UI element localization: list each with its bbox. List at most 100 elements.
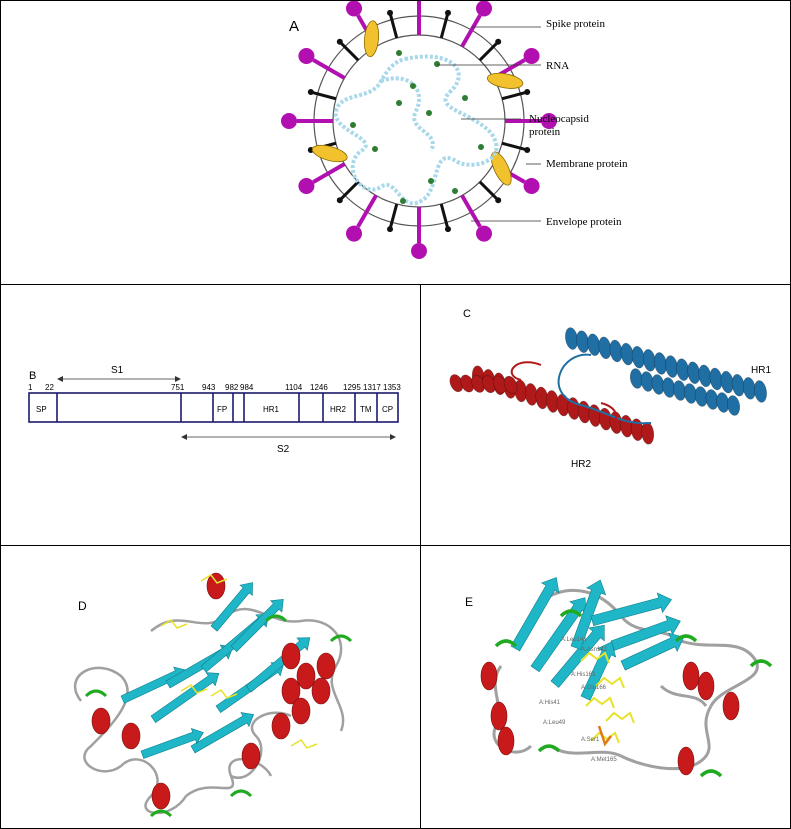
surface-proteins xyxy=(281,1,557,259)
pos-1104: 1104 xyxy=(285,383,303,392)
beta-sheet xyxy=(150,672,220,723)
spike-stem xyxy=(460,194,482,228)
s1-arrow-head-left xyxy=(57,376,63,382)
rna-path-inner xyxy=(380,76,435,152)
alpha-helix xyxy=(281,642,301,670)
panel-d-letter: D xyxy=(78,599,87,613)
helices xyxy=(449,327,767,445)
pos-1353: 1353 xyxy=(383,383,401,392)
spike-head xyxy=(281,113,297,129)
turn-segment xyxy=(537,744,561,753)
coil-loop xyxy=(620,705,713,771)
turn-segment xyxy=(264,614,288,623)
nucleocapsid-dot xyxy=(428,178,434,184)
panel-e-letter: E xyxy=(465,595,473,609)
alpha-helix xyxy=(281,677,301,705)
residue-label: A:Asn142 xyxy=(581,647,608,653)
label-membrane-protein: Membrane protein xyxy=(546,158,628,170)
panel-a: A Spike protein RNA Nucleocapsid protein… xyxy=(0,0,791,285)
membrane-protein-tip xyxy=(444,9,451,16)
membrane-protein-tip xyxy=(336,38,343,45)
domain-fp: FP xyxy=(217,405,227,414)
label-envelope-protein: Envelope protein xyxy=(546,216,622,228)
label-nucleocapsid-1: Nucleocapsid xyxy=(529,113,589,125)
turn-segment xyxy=(149,809,173,818)
spike-head xyxy=(523,48,540,64)
pos-943: 943 xyxy=(202,383,216,392)
membrane-protein-tip xyxy=(387,9,394,16)
coil-loop xyxy=(120,758,188,815)
nucleocapsid-dot xyxy=(396,100,402,106)
panel-c: C HR1 HR2 xyxy=(420,284,791,546)
beta-sheet xyxy=(570,579,607,650)
membrane-protein xyxy=(439,203,450,230)
ligand-stick xyxy=(605,711,635,724)
alpha-helix xyxy=(291,697,311,725)
membrane-protein xyxy=(310,90,337,101)
envelope-protein xyxy=(363,20,380,58)
beta-sheet xyxy=(610,615,681,651)
pos-1295: 1295 xyxy=(343,383,361,392)
envelope-protein xyxy=(486,72,524,89)
alpha-helix xyxy=(151,782,171,810)
virus-diagram: A Spike protein RNA Nucleocapsid protein… xyxy=(281,1,628,259)
nucleocapsid-dot xyxy=(410,83,416,89)
alpha-helix xyxy=(206,572,226,600)
rna-strand xyxy=(333,54,499,206)
residue-label: A:His41 xyxy=(539,700,561,706)
s1-label: S1 xyxy=(111,365,124,376)
spike-head xyxy=(298,178,315,194)
domain-hr2: HR2 xyxy=(330,405,347,414)
beta-sheet xyxy=(620,632,685,671)
hr2-helix-turn xyxy=(503,375,518,394)
s2-arrow-head-right xyxy=(390,434,396,440)
protein-structure-e: E A:Leu141A:Asn142A:His163A:Glu166A:His4… xyxy=(465,577,773,778)
alpha-helix xyxy=(316,652,336,680)
turn-segment xyxy=(84,689,108,698)
membrane-protein xyxy=(478,40,500,62)
turn-segment xyxy=(229,789,253,798)
hr2-helix-turn xyxy=(641,421,655,445)
membrane-protein xyxy=(338,40,360,62)
beta-sheet xyxy=(550,624,605,688)
spike-head xyxy=(523,178,540,194)
ribbon-structure xyxy=(73,572,353,818)
turn-segment xyxy=(749,659,773,668)
hr1-loop xyxy=(557,353,652,425)
panel-d: D xyxy=(0,545,421,829)
alpha-helix xyxy=(121,722,141,750)
nucleocapsid-dot xyxy=(478,144,484,150)
nucleocapsid-dot xyxy=(462,95,468,101)
residue-label: A:His163 xyxy=(571,672,596,678)
ligand-stick xyxy=(200,574,228,584)
membrane-protein-tip xyxy=(495,38,502,45)
nucleocapsid-dot xyxy=(372,146,378,152)
spike-head xyxy=(476,1,492,17)
membrane-protein-tip xyxy=(524,146,531,153)
hr1-hr2-structure: C HR1 HR2 xyxy=(449,308,771,470)
membrane-protein xyxy=(501,90,528,101)
turn-segment xyxy=(329,634,353,643)
spike-domain-map: B S1 1 22 751 943 982 984 1104 1246 1295… xyxy=(28,365,401,455)
spike-head xyxy=(541,113,557,129)
beta-sheet xyxy=(230,598,284,653)
coil-loop xyxy=(550,744,622,758)
residue-label: A:Leu49 xyxy=(543,720,566,726)
label-nucleocapsid-2: protein xyxy=(529,126,561,138)
hr1-helix-turn xyxy=(727,395,741,416)
label-hr2: HR2 xyxy=(571,459,591,470)
ribbon-structure xyxy=(480,577,773,778)
s2-arrow-head-left xyxy=(181,434,187,440)
membrane-protein xyxy=(478,180,500,202)
coil-loop xyxy=(73,666,129,773)
label-rna: RNA xyxy=(546,60,569,72)
panel-b: B S1 1 22 751 943 982 984 1104 1246 1295… xyxy=(0,284,421,546)
membrane-protein xyxy=(388,203,399,230)
alpha-helix xyxy=(497,726,515,756)
domain-sp: SP xyxy=(36,405,47,414)
beta-sheet xyxy=(140,727,204,759)
beta-sheet xyxy=(210,582,253,632)
alpha-helix xyxy=(480,661,498,691)
turn-segment xyxy=(674,634,698,643)
nucleocapsid-dots xyxy=(350,50,484,204)
